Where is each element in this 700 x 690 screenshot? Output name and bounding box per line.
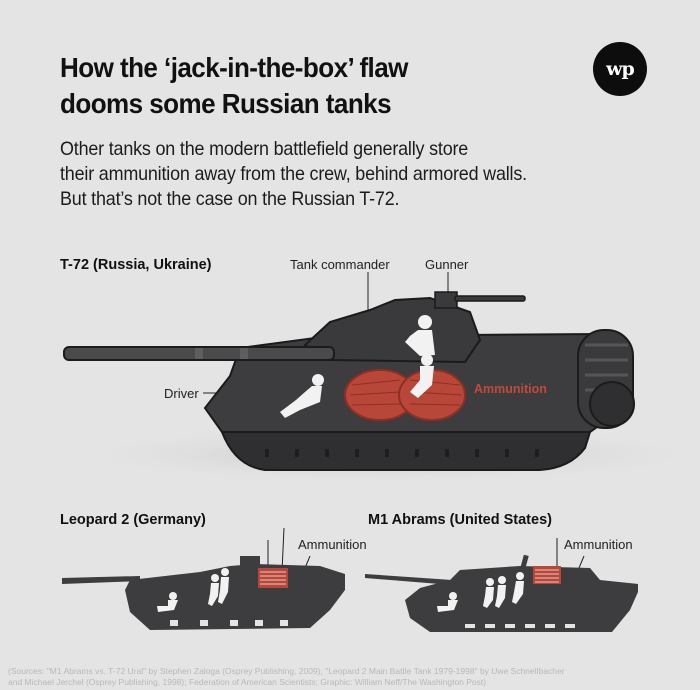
headline: How the ‘jack-in-the-box’ flaw dooms som… (60, 50, 525, 122)
logo-text: wp (606, 58, 635, 80)
leopard2-treads (170, 620, 288, 626)
sources-line-1: (Sources: "M1 Abrams vs. T-72 Ural" by S… (8, 666, 565, 676)
headline-line-2: dooms some Russian tanks (60, 88, 392, 119)
fuel-drums (577, 329, 635, 429)
leopard2-ammunition (258, 568, 288, 588)
t72-ammunition-label: Ammunition (474, 382, 547, 396)
m1abrams-ammunition (533, 566, 561, 584)
barrel-band (240, 348, 248, 359)
leopard2-crew (157, 568, 229, 612)
gunner-callout: Gunner (425, 257, 469, 272)
subtitle: Other tanks on the modern battlefield ge… (60, 137, 630, 212)
machine-gun (434, 291, 526, 309)
sources-line-2: and Michael Jerchel (Osprey Publishing, … (8, 677, 487, 687)
t72-crew (280, 315, 435, 418)
headline-line-1: How the ‘jack-in-the-box’ flaw (60, 52, 408, 83)
sources-credit: (Sources: "M1 Abrams vs. T-72 Ural" by S… (8, 666, 698, 688)
leopard2-ammunition-callout: Ammunition (298, 537, 367, 552)
t72-tracks (220, 431, 592, 471)
m1abrams-crew (437, 572, 524, 612)
barrel-band (195, 348, 203, 359)
m1abrams-label: M1 Abrams (United States) (368, 512, 552, 528)
t72-ammunition-carousel (344, 369, 466, 421)
leader-line (281, 527, 285, 573)
washington-post-logo-icon[interactable]: wp (593, 42, 647, 96)
m1abrams-treads (465, 624, 575, 628)
subtitle-line: their ammunition away from the crew, beh… (60, 163, 527, 185)
tank-commander-callout: Tank commander (290, 257, 390, 272)
m1abrams-ammunition-callout: Ammunition (564, 537, 633, 552)
m1abrams-antenna (520, 554, 529, 570)
subtitle-line: Other tanks on the modern battlefield ge… (60, 138, 469, 160)
track-treads (265, 449, 539, 457)
driver-callout: Driver (164, 386, 199, 401)
t72-label: T-72 (Russia, Ukraine) (60, 257, 212, 273)
subtitle-line: But that’s not the case on the Russian T… (60, 188, 400, 210)
leopard2-label: Leopard 2 (Germany) (60, 512, 206, 528)
leopard2-cupola (240, 556, 260, 566)
